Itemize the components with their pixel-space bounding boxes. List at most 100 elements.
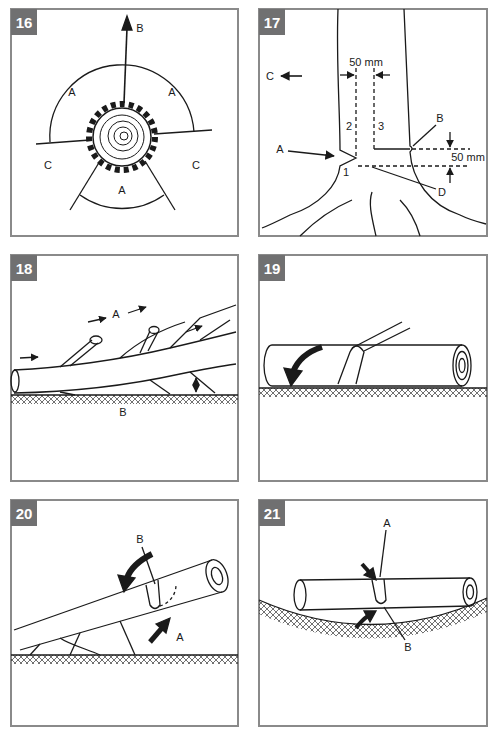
supported-log-part	[156, 618, 170, 633]
callout-letter: B	[404, 642, 411, 653]
supported-log-part	[118, 575, 135, 592]
supported-log-part	[14, 560, 212, 630]
felling-zone-diagram-part	[80, 195, 164, 209]
log-on-ground-part	[338, 346, 364, 384]
supported-log-part	[60, 638, 100, 655]
callout-letter: B	[136, 534, 143, 545]
log-under-tension-part	[14, 364, 236, 393]
log-on-ground-part	[456, 352, 468, 380]
log-on-ground-part	[453, 345, 471, 386]
panel-frame-part	[11, 9, 238, 236]
tree-felling-cut-part	[370, 192, 376, 236]
callout-letter: C	[192, 160, 200, 171]
tree-felling-cut-part	[400, 200, 420, 236]
log-under-tension-part	[70, 343, 98, 366]
callout-letter: A	[112, 309, 119, 320]
panel-frame-part	[259, 255, 487, 481]
felling-zone-diagram-part	[108, 121, 138, 151]
supported-log-part	[160, 584, 176, 606]
supported-log	[11, 547, 238, 664]
supported-log-part	[150, 628, 162, 642]
log-under-tension-part	[11, 394, 238, 395]
figure-number-tab: 16	[11, 9, 37, 35]
log-under-tension-part	[128, 307, 146, 313]
callout-letter: D	[438, 187, 446, 198]
log-on-ground-part	[259, 387, 487, 388]
supported-log-part	[30, 644, 40, 655]
log-under-tension-part	[120, 322, 185, 358]
supported-log-part	[209, 566, 225, 586]
log-on-ground-part	[293, 347, 322, 372]
log-over-hollow-part	[380, 530, 386, 577]
log-over-hollow-part	[467, 585, 474, 599]
supported-log-part	[20, 592, 222, 650]
tree-felling-cut-part	[340, 74, 354, 75]
tree-felling-cut-part	[413, 125, 436, 146]
tree-felling-cut-part	[262, 9, 356, 228]
log-over-hollow-part	[372, 579, 386, 604]
felling-zone-diagram-part	[36, 140, 90, 144]
callout-letter: C	[44, 160, 52, 171]
log-on-ground-part	[272, 385, 462, 386]
log-over-hollow-part	[364, 611, 376, 622]
supported-log-part	[11, 654, 238, 655]
callout-letter: A	[118, 185, 125, 196]
figure-number: 21	[264, 505, 281, 522]
felling-zone-diagram-part	[120, 132, 128, 140]
log-on-ground-part	[459, 359, 465, 373]
panel-frame	[11, 9, 487, 726]
supported-log-part	[142, 547, 155, 584]
panel-frame-part	[259, 500, 487, 726]
log-on-ground-part	[259, 388, 487, 397]
tree-felling-cut-part	[288, 151, 334, 156]
callout-letter: B	[119, 407, 126, 418]
felling-zone-diagram-part	[124, 28, 127, 103]
callout-letter: 3	[378, 121, 384, 132]
log-under-tension-part	[88, 318, 106, 322]
log-under-tension-part	[11, 370, 19, 392]
figure-number-tab: 20	[11, 500, 37, 526]
log-under-tension-part	[186, 326, 202, 332]
log-over-hollow-part	[356, 616, 368, 628]
log-under-tension-part	[149, 327, 159, 334]
felling-zone-diagram-part	[114, 127, 132, 145]
log-under-tension-part	[150, 380, 170, 394]
figure-number-tab: 17	[259, 9, 285, 35]
log-on-ground-part	[264, 345, 272, 386]
log-over-hollow-part	[463, 578, 477, 606]
log-over-hollow-part	[294, 580, 306, 610]
log-under-tension-part	[148, 332, 158, 351]
figure-number-tab: 21	[259, 500, 285, 526]
tree-felling-cut	[262, 9, 486, 236]
tree-felling-cut-part	[374, 148, 410, 149]
log-under-tension-part	[60, 340, 92, 367]
log-on-ground-part	[272, 344, 462, 345]
log-over-hollow-part	[300, 578, 470, 580]
supported-log-part	[120, 621, 135, 655]
callout-letter: 50 mm	[349, 57, 383, 68]
figure-number: 17	[264, 14, 281, 31]
felling-zone-diagram	[36, 16, 212, 210]
figure-number-tab: 18	[11, 255, 37, 281]
panel-frame-part	[259, 9, 487, 236]
tree-felling-cut-part	[449, 168, 450, 183]
log-under-tension	[11, 305, 238, 404]
figure-number: 16	[16, 14, 33, 31]
tree-felling-cut-part	[358, 165, 470, 166]
log-over-hollow-part	[259, 598, 487, 639]
log-under-tension-part	[60, 392, 75, 395]
callout-letter: 1	[343, 167, 349, 178]
log-over-hollow-part	[259, 598, 487, 625]
callout-letter: A	[68, 87, 75, 98]
log-over-hollow-part	[384, 607, 405, 640]
log-under-tension-part	[11, 395, 238, 404]
tree-felling-cut-part	[372, 167, 436, 189]
panel-frame-part	[11, 255, 238, 481]
tree-felling-cut-part	[412, 148, 470, 149]
log-under-tension-part	[170, 305, 236, 348]
callout-letter: A	[276, 144, 283, 155]
tree-felling-cut-part	[355, 68, 356, 158]
felling-zone-diagram-part	[70, 161, 100, 210]
